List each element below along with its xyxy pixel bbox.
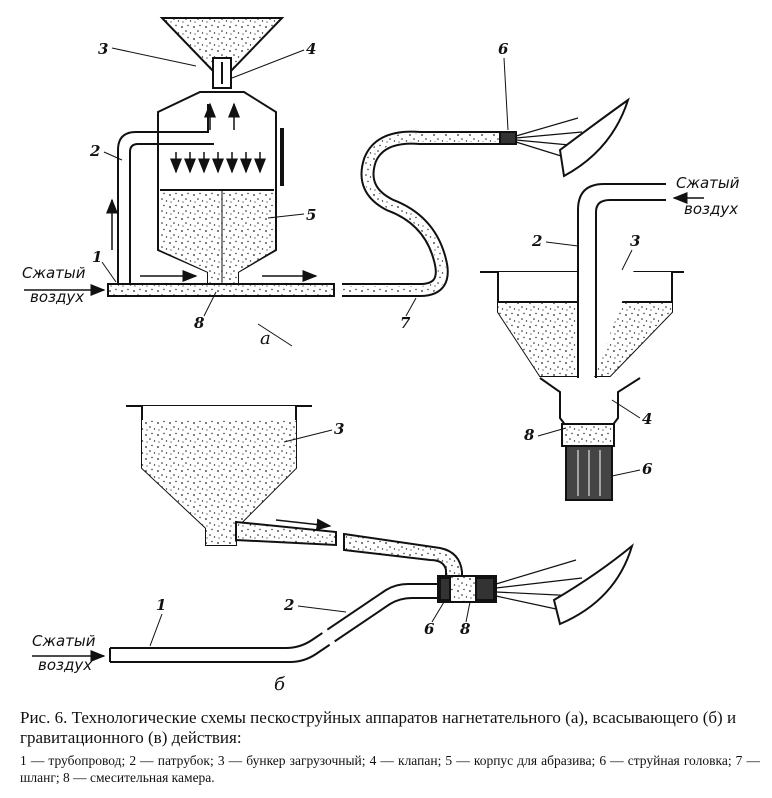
workpiece-a <box>558 97 630 178</box>
label-2-v: 2 <box>531 232 542 250</box>
label-5-a: 5 <box>306 206 316 224</box>
label-6-b: 6 <box>424 620 435 638</box>
scheme-a <box>106 17 630 297</box>
pipeline-b <box>110 583 438 649</box>
label-3-a: 3 <box>98 40 108 58</box>
air-label-a-line1: Сжатый <box>22 264 86 282</box>
workpiece-b <box>552 543 634 626</box>
figure-caption: Рис. 6. Технологические схемы пескоструй… <box>20 708 737 747</box>
air-label-v-line1: Сжатый <box>676 174 740 192</box>
subfigure-label-a: а <box>260 328 271 349</box>
nozzle-b <box>439 577 451 601</box>
air-label-b-line1: Сжатый <box>32 632 96 650</box>
label-6-a: 6 <box>498 40 509 58</box>
label-2-a: 2 <box>89 142 100 160</box>
branch-pipe-v <box>577 183 666 420</box>
figure-diagram: 3 4 2 5 1 8 7 6 2 3 4 8 6 3 2 1 6 8 Сжат… <box>22 17 740 695</box>
air-label-b-line2: воздух <box>38 656 92 674</box>
pipeline-a <box>107 283 335 297</box>
outlet-pipe-b <box>235 520 337 547</box>
label-1-b: 1 <box>156 596 166 614</box>
scheme-v <box>480 183 704 501</box>
label-8-v: 8 <box>524 426 535 444</box>
mixing-chamber-v <box>539 377 641 427</box>
air-label-a-line2: воздух <box>30 288 84 306</box>
label-3-v: 3 <box>630 232 640 250</box>
subfigure-label-b: б <box>274 674 286 695</box>
label-6-v: 6 <box>642 460 653 478</box>
figure-legend: 1 — трубопровод; 2 — патрубок; 3 — бунке… <box>20 753 760 785</box>
label-8-a: 8 <box>194 314 205 332</box>
air-label-v-line2: воздух <box>684 200 738 218</box>
label-3-b: 3 <box>334 420 344 438</box>
label-1-a: 1 <box>92 248 102 266</box>
label-4-a: 4 <box>306 40 316 58</box>
label-8-b: 8 <box>460 620 471 638</box>
scheme-b <box>109 405 634 663</box>
label-2-b: 2 <box>283 596 294 614</box>
label-7-a: 7 <box>400 314 411 332</box>
label-4-v: 4 <box>642 410 652 428</box>
branch-pipe-a <box>117 104 209 284</box>
nozzle-a <box>499 131 517 145</box>
